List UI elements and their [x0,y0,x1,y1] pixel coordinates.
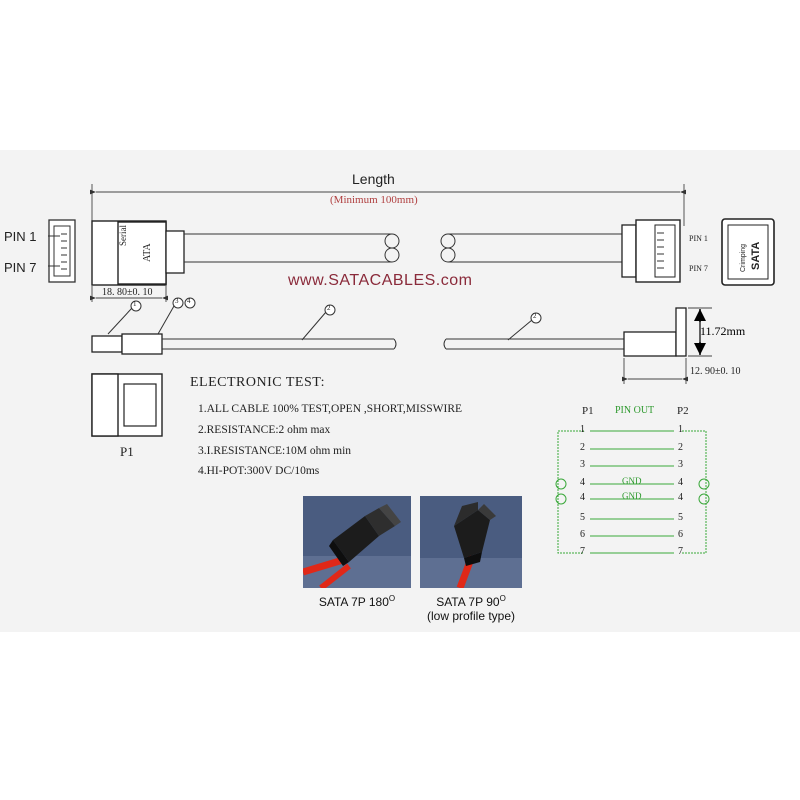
left-width-dimension [90,286,168,302]
balloon-3: 3 [175,297,179,305]
balloon-2b: 2 [533,312,537,320]
pin-number-left: 4 [580,492,585,503]
pin-number-left: 5 [580,512,585,523]
pin-number-right: 4 [678,477,683,488]
pinout-left-label: P1 [582,405,594,417]
photo-caption-90-sub: (low profile type) [426,609,516,623]
dim-right-width: 12. 90±0. 10 [690,366,741,377]
gnd-tie-right [698,493,710,505]
right-pin1-label: PIN 1 [689,234,708,243]
right-end-cap [721,218,775,286]
connector-text-serial: Serial [118,225,128,246]
electronic-test-heading: ELECTRONIC TEST: [190,375,325,390]
dim-left-width: 18. 80±0. 10 [102,287,153,298]
right-connector-top [621,219,681,283]
length-note: (Minimum 100mm) [330,194,418,206]
photo-caption-90-text: SATA 7P 90 [436,595,500,609]
gnd-tie-left [555,478,567,490]
photo-caption-90-degree: O [499,594,506,603]
pin-number-right: 3 [678,459,683,470]
pinout-right-label: P2 [677,405,689,417]
pin-number-left: 2 [580,442,585,453]
test-item: 4.HI-POT:300V DC/10ms [198,465,320,477]
length-label: Length [352,171,395,187]
gnd-tie-left [555,493,567,505]
left-connector-top [91,220,185,286]
pin-number-right: 5 [678,512,683,523]
pin-number-left: 7 [580,546,585,557]
pin-number-left: 4 [580,477,585,488]
p1-view-label: P1 [120,444,134,459]
photo-caption-180-text: SATA 7P 180 [318,595,389,609]
pinout-right-bracket [682,430,707,554]
p1-front-view [91,373,163,437]
test-item: 3.I.RESISTANCE:10M ohm min [198,445,352,457]
flat-cable-top [184,233,628,263]
pin-number-left: 6 [580,529,585,540]
pin-number-right: 1 [678,424,683,435]
height-dimension [688,307,712,357]
end-cap-text-sata: SATA [750,241,762,270]
left-end-view [48,219,76,283]
balloon-4: 4 [187,297,191,305]
end-cap-text-crimping: Crimping [740,243,747,272]
balloons [107,297,542,341]
length-dimension [90,184,686,226]
photo-caption-180-degree: O [388,594,396,603]
photo-sata-90 [420,496,522,590]
photo-caption-180: SATA 7P 180O [303,594,411,609]
dim-height: 11.72mm [700,324,746,338]
left-pin7-label: PIN 7 [4,260,37,275]
pin-number-right: 6 [678,529,683,540]
test-item: 1.ALL CABLE 100% TEST,OPEN ,SHORT,MISSWI… [198,403,463,415]
right-pin7-label: PIN 7 [689,264,708,273]
pin-number-right: 7 [678,546,683,557]
pin-number-right: 2 [678,442,683,453]
gnd-tie-right [698,478,710,490]
pinout-title: PIN OUT [615,405,655,416]
pinout-diagram [555,430,710,554]
watermark-url: www.SATACABLES.com [288,272,473,289]
balloon-1: 1 [133,300,137,308]
gnd-label: GND [622,491,642,501]
photo-sata-180 [301,496,411,591]
test-item: 2.RESISTANCE:2 ohm max [198,424,331,436]
side-view [91,307,687,357]
gnd-label: GND [622,476,642,486]
balloon-2a: 2 [327,304,331,312]
photo-caption-90: SATA 7P 90O (low profile type) [410,594,532,623]
right-width-dimension [622,358,688,384]
pin-number-left: 3 [580,459,585,470]
pin-number-left: 1 [580,424,585,435]
pinout-left-bracket [557,430,584,554]
pin-number-right: 4 [678,492,683,503]
left-pin1-label: PIN 1 [4,229,37,244]
connector-text-ata: ATA [142,243,153,262]
